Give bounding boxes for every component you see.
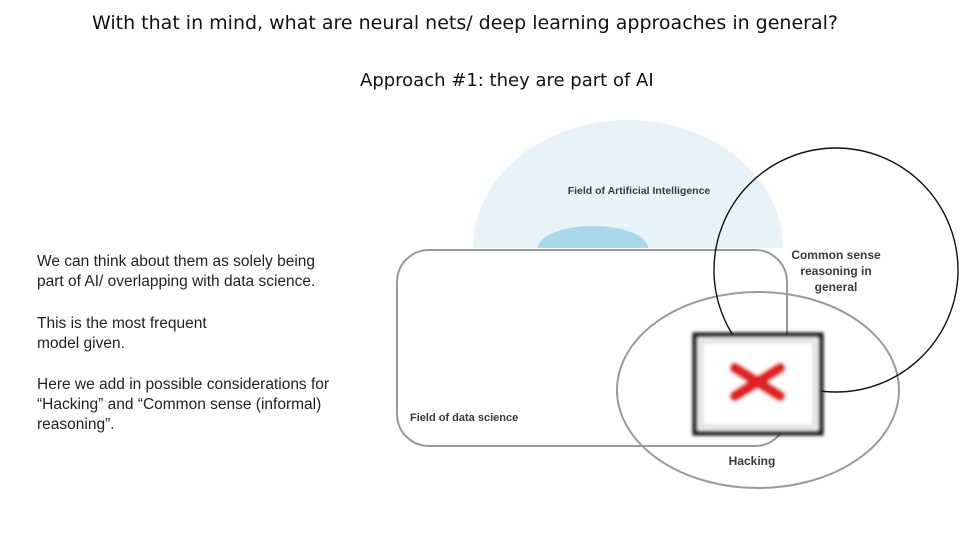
considerations-paragraph: Here we add in possible considerations f… — [37, 375, 377, 435]
ai-field-label: Field of Artificial Intelligence — [568, 185, 711, 197]
hacking-label: Hacking — [729, 454, 776, 468]
frequent-model-paragraph: This is the most frequent model given. — [37, 314, 377, 354]
data-science-label: Field of data science — [410, 412, 518, 424]
description-paragraph: We can think about them as solely being … — [37, 252, 377, 292]
slide-subtitle: Approach #1: they are part of AI — [360, 70, 654, 91]
common-sense-label-line-2: reasoning in — [800, 264, 871, 278]
ai-field-outer — [473, 120, 783, 248]
ai-field-inner — [538, 226, 648, 248]
broken-image-icon — [692, 332, 824, 436]
common-sense-label-line-1: Common sense — [791, 248, 881, 262]
common-sense-field — [713, 147, 959, 393]
common-sense-label-line-3: general — [815, 280, 858, 294]
hacking-field — [616, 291, 900, 489]
slide-title: With that in mind, what are neural nets/… — [92, 12, 838, 34]
